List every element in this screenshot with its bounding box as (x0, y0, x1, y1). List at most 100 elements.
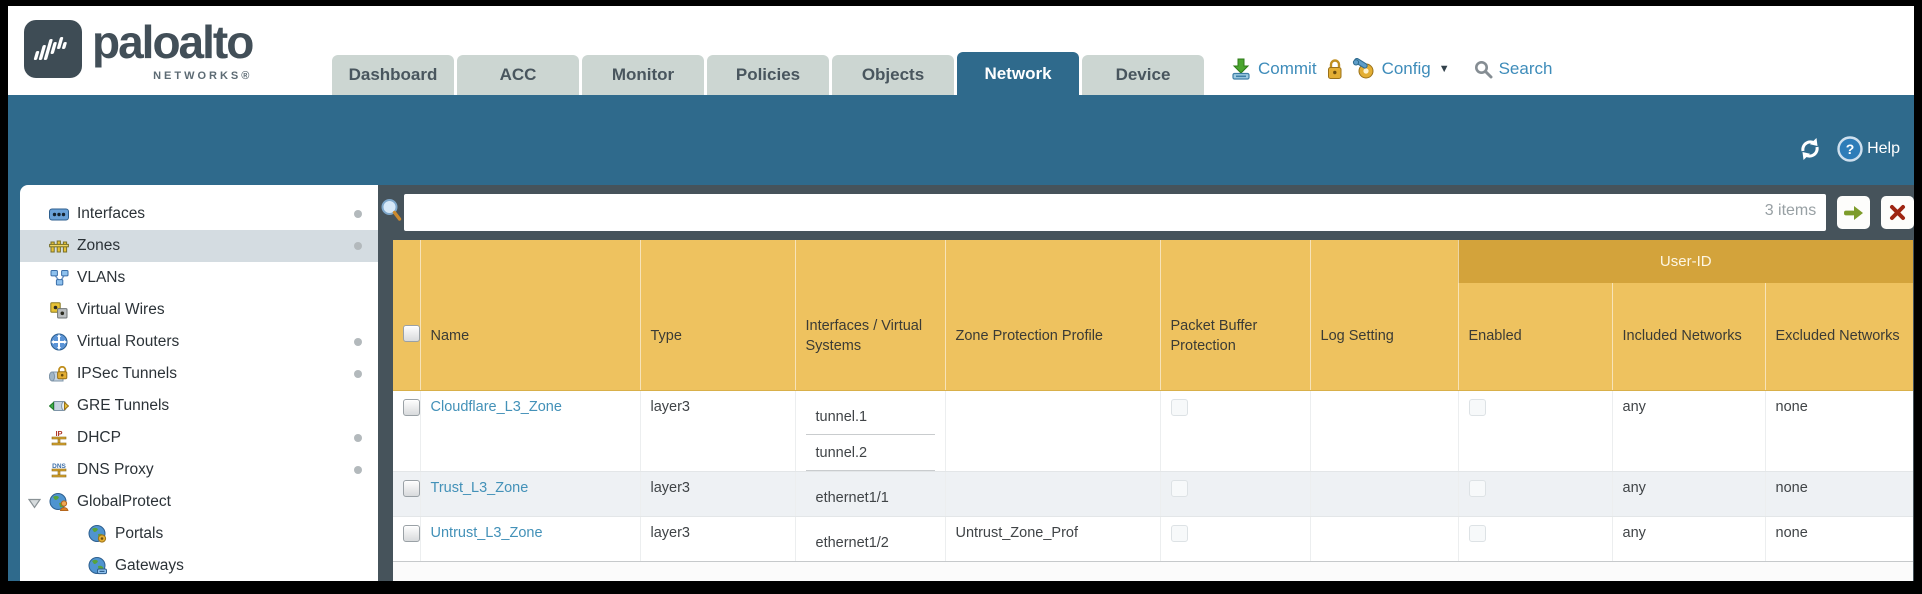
zones-icon (48, 239, 70, 254)
tab-device[interactable]: Device (1082, 55, 1204, 95)
tab-objects[interactable]: Objects (832, 55, 954, 95)
row-checkbox[interactable] (403, 524, 420, 542)
zone-name-link[interactable]: Untrust_L3_Zone (430, 524, 543, 541)
row-checkbox[interactable] (403, 398, 420, 416)
zone-type-cell: layer3 (640, 516, 796, 562)
sidebar-item-label: Virtual Wires (77, 301, 165, 318)
clear-x-icon (1890, 205, 1906, 220)
tab-network[interactable]: Network (957, 52, 1079, 95)
packet-buffer-cell (1160, 390, 1311, 472)
zone-name-link[interactable]: Cloudflare_L3_Zone (430, 398, 562, 415)
sidebar-item-label: GRE Tunnels (77, 397, 170, 414)
virtual-wires-icon (48, 301, 70, 319)
excluded-networks-cell: none (1765, 471, 1913, 517)
sidebar-item-label: Interfaces (77, 205, 146, 222)
lock-button[interactable] (1325, 58, 1344, 80)
column-header-row: Name Type Interfaces / Virtual Systems Z… (393, 283, 1913, 391)
green-arrow-icon (1844, 205, 1864, 220)
column-header-packet-buffer-protection[interactable]: Packet Buffer Protection (1160, 283, 1311, 391)
commit-button[interactable]: Commit (1230, 58, 1317, 80)
sidebar-item-portals[interactable]: Portals (20, 518, 378, 550)
row-checkbox-cell (393, 471, 421, 517)
log-setting-cell (1310, 390, 1459, 472)
userid-enabled-cell (1458, 471, 1613, 517)
collapse-triangle-icon[interactable] (27, 496, 42, 514)
filter-input[interactable] (404, 194, 1827, 231)
config-caret-icon: ▼ (1438, 63, 1450, 75)
zone-name-link[interactable]: Trust_L3_Zone (430, 479, 529, 496)
lock-icon (1327, 59, 1342, 79)
sidebar-item-label: DHCP (77, 429, 121, 446)
sidebar-item-label: DNS Proxy (77, 461, 154, 478)
top-header: paloalto NETWORKS® Dashboard ACC Monitor… (8, 6, 1914, 95)
column-header-log-setting[interactable]: Log Setting (1310, 283, 1459, 391)
sidebar-item-gateways[interactable]: Gateways (20, 550, 378, 581)
dhcp-icon: IP (48, 429, 70, 447)
zone-name-cell: Untrust_L3_Zone (420, 516, 641, 562)
column-header-enabled[interactable]: Enabled (1458, 283, 1613, 391)
column-header-name[interactable]: Name (420, 283, 641, 391)
apply-filter-button[interactable] (1837, 196, 1871, 229)
column-header-included-networks[interactable]: Included Networks (1612, 283, 1766, 391)
userid-enabled-cell (1458, 516, 1613, 562)
zone-protection-profile-cell: Untrust_Zone_Prof (945, 516, 1161, 562)
gre-tunnels-icon (48, 399, 70, 413)
config-label: Config (1381, 59, 1431, 78)
vlans-icon (48, 270, 70, 286)
column-header-excluded-networks[interactable]: Excluded Networks (1765, 283, 1913, 391)
included-networks-cell: any (1612, 471, 1766, 517)
refresh-icon[interactable] (1797, 137, 1823, 161)
sidebar-item-zones[interactable]: Zones (20, 230, 378, 262)
help-button[interactable]: ? Help (1837, 136, 1900, 162)
sidebar-item-label: Gateways (115, 557, 184, 574)
userid-enabled-checkbox (1468, 479, 1486, 497)
row-checkbox[interactable] (403, 479, 420, 497)
sidebar-item-ipsec-tunnels[interactable]: IPSec Tunnels (20, 358, 378, 390)
column-header-interfaces[interactable]: Interfaces / Virtual Systems (795, 283, 946, 391)
zone-name-cell: Cloudflare_L3_Zone (420, 390, 641, 472)
sidebar-item-label: GlobalProtect (77, 493, 171, 510)
config-icon (1352, 58, 1374, 79)
config-button[interactable]: Config ▼ (1352, 58, 1450, 80)
sidebar-item-dhcp[interactable]: IP DHCP (20, 422, 378, 454)
zone-type-cell: layer3 (640, 471, 796, 517)
sidebar-item-virtual-routers[interactable]: Virtual Routers (20, 326, 378, 358)
excluded-networks-cell: none (1765, 516, 1913, 562)
excluded-networks-cell: none (1765, 390, 1913, 472)
zone-interfaces-cell: ethernet1/2 (794, 516, 946, 562)
packet-buffer-cell (1160, 516, 1311, 562)
sidebar-item-globalprotect[interactable]: GlobalProtect (20, 486, 378, 518)
tab-dashboard[interactable]: Dashboard (332, 55, 454, 95)
sidebar-item-dns-proxy[interactable]: DNS DNS Proxy (20, 454, 378, 486)
group-header-spacer (420, 240, 641, 283)
select-all-checkbox[interactable] (403, 324, 420, 342)
included-networks-cell: any (1612, 516, 1766, 562)
group-header-spacer (795, 240, 946, 283)
column-header-zone-protection-profile[interactable]: Zone Protection Profile (945, 283, 1161, 391)
tab-policies[interactable]: Policies (707, 55, 829, 95)
main-tabs: Dashboard ACC Monitor Policies Objects N… (332, 52, 1204, 95)
zone-protection-profile-cell (945, 471, 1161, 517)
sidebar-item-vlans[interactable]: VLANs (20, 262, 378, 294)
brand-text: paloalto NETWORKS® (92, 16, 254, 82)
content-pane: 3 items (378, 185, 1914, 581)
tab-acc[interactable]: ACC (457, 55, 579, 95)
sidebar-item-label: IPSec Tunnels (77, 365, 177, 382)
interface-item: ethernet1/1 (815, 489, 889, 506)
sidebar-item-gre-tunnels[interactable]: GRE Tunnels (20, 390, 378, 422)
brand-name: paloalto (92, 16, 254, 68)
brand-tagline: NETWORKS® (153, 70, 253, 82)
clear-filter-button[interactable] (1881, 196, 1914, 229)
sidebar-item-virtual-wires[interactable]: Virtual Wires (20, 294, 378, 326)
zones-table-wrap: User-ID Name Type Interfaces / Virtual S… (393, 240, 1913, 581)
status-dot (354, 434, 362, 442)
zone-interfaces-cell: ethernet1/1 (794, 471, 946, 517)
global-search-button[interactable]: Search (1474, 59, 1552, 79)
sidebar-item-label: Portals (115, 525, 164, 542)
tab-monitor[interactable]: Monitor (582, 55, 704, 95)
sidebar-item-interfaces[interactable]: Interfaces (20, 198, 378, 230)
zone-name-cell: Trust_L3_Zone (420, 471, 641, 517)
column-header-type[interactable]: Type (640, 283, 796, 391)
table-row: Trust_L3_Zone layer3 ethernet1/1 any non… (393, 471, 1913, 517)
